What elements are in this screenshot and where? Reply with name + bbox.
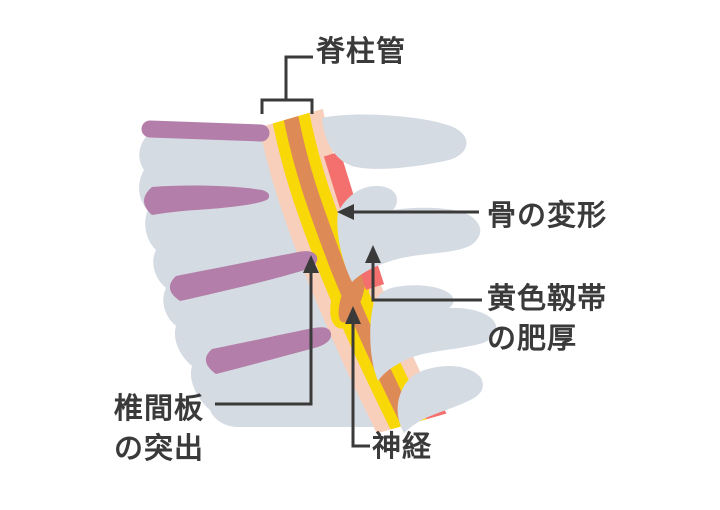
spinal-canal-leader-line [284, 55, 313, 99]
ligament-thickening-label: 黄色靱帯 の肥厚 [487, 283, 608, 355]
disc-protruding [169, 251, 318, 301]
ligament-thickening-arrowhead [365, 245, 381, 263]
disc-protrusion-label: 椎間板 の突出 [114, 393, 205, 465]
nerve-arrowhead [345, 306, 361, 324]
spinal-canal-label: 脊柱管 [316, 36, 407, 68]
spinous-process-3 [370, 285, 497, 381]
nerve-label: 神経 [372, 431, 433, 463]
bone-deformation-label: 骨の変形 [487, 200, 608, 232]
nerve-compressed-bulge [338, 269, 366, 323]
nerve-arrow-line [351, 322, 370, 448]
spinous-process-1 [322, 114, 467, 169]
disc-lower [205, 327, 332, 374]
bone-deformation-arrowhead [337, 204, 354, 220]
disc-top [141, 120, 270, 142]
disc-upper [144, 185, 270, 215]
spinous-process-2 [337, 185, 481, 282]
disc-protrusion-arrowhead [303, 255, 319, 273]
ligament-thickening-arrow-line [371, 261, 482, 302]
spinal-canal-bracket [260, 98, 314, 114]
spinous-process-4 [397, 366, 483, 433]
disc-protrusion-arrow-line [215, 271, 313, 406]
